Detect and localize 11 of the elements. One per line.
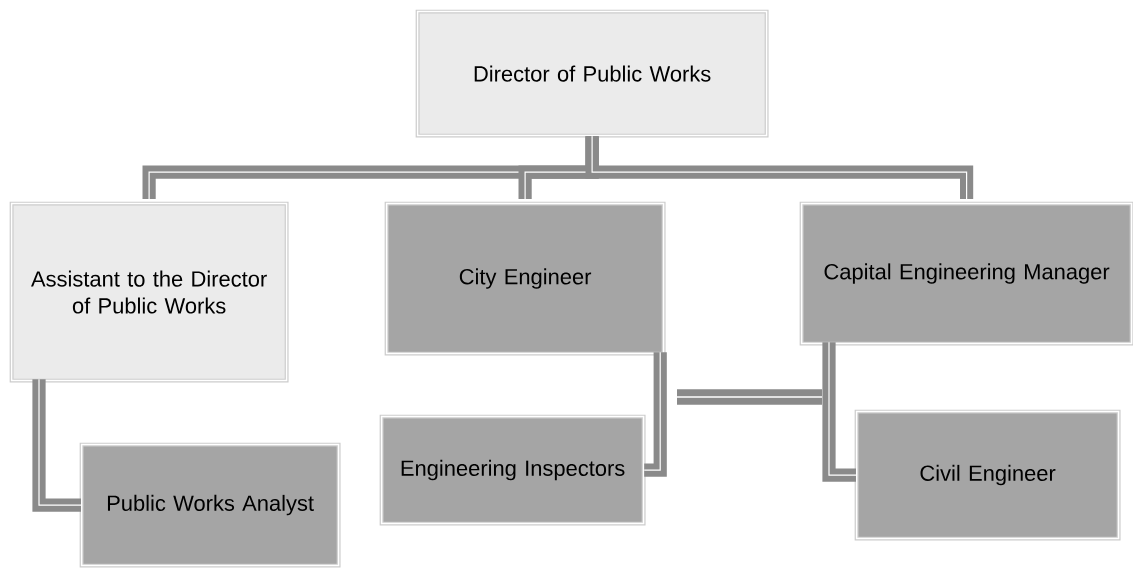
org-box: Capital Engineering Manager — [799, 201, 1133, 346]
connector-line — [643, 351, 667, 477]
org-box: Civil Engineer — [854, 409, 1121, 541]
connector-line — [32, 378, 82, 512]
org-box: City Engineer — [384, 201, 666, 356]
org-box: Engineering Inspectors — [379, 414, 646, 526]
org-box: Director of Public Works — [415, 9, 769, 138]
connector-line — [822, 341, 857, 482]
org-box: Assistant to the Director of Public Works — [9, 201, 289, 383]
org-box: Public Works Analyst — [79, 442, 341, 568]
connector-line — [585, 135, 974, 200]
